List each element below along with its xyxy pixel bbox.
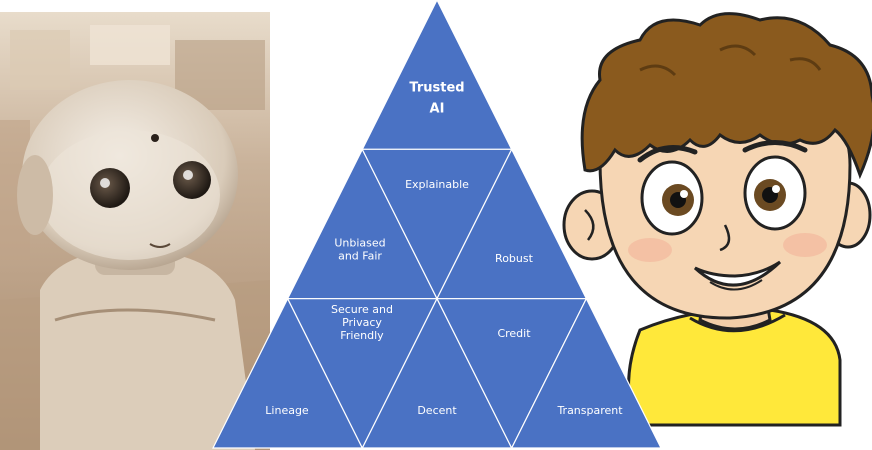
pyramid-label-line: Privacy bbox=[342, 316, 382, 329]
pyramid-label-line: Transparent bbox=[556, 404, 623, 417]
pyramid-cell-transparent bbox=[510, 297, 662, 449]
robot-photo bbox=[0, 12, 270, 450]
pyramid-label-line: Trusted bbox=[409, 81, 464, 96]
pyramid-label-line: Secure and bbox=[331, 303, 393, 316]
boy-illustration bbox=[562, 12, 872, 427]
pyramid-label-line: AI bbox=[430, 102, 445, 117]
pyramid-label-line: Lineage bbox=[265, 404, 309, 417]
pyramid-cell-trusted-ai bbox=[361, 0, 513, 150]
pyramid-label-explainable: Explainable bbox=[405, 178, 469, 191]
pyramid-label-decent: Decent bbox=[417, 404, 457, 417]
pyramid-label-robust: Robust bbox=[495, 252, 534, 265]
pyramid-label-line: Credit bbox=[497, 327, 531, 340]
pyramid-label-line: Decent bbox=[417, 404, 457, 417]
pyramid-label-line: Robust bbox=[495, 252, 534, 265]
pyramid-label-credit: Credit bbox=[497, 327, 531, 340]
pyramid-label-line: Friendly bbox=[340, 329, 384, 342]
pyramid-label-line: and Fair bbox=[338, 250, 382, 263]
pyramid-label-line: Explainable bbox=[405, 178, 469, 191]
pyramid-label-transparent: Transparent bbox=[556, 404, 623, 417]
pyramid-label-line: Unbiased bbox=[334, 237, 385, 250]
pyramid-label-lineage: Lineage bbox=[265, 404, 309, 417]
